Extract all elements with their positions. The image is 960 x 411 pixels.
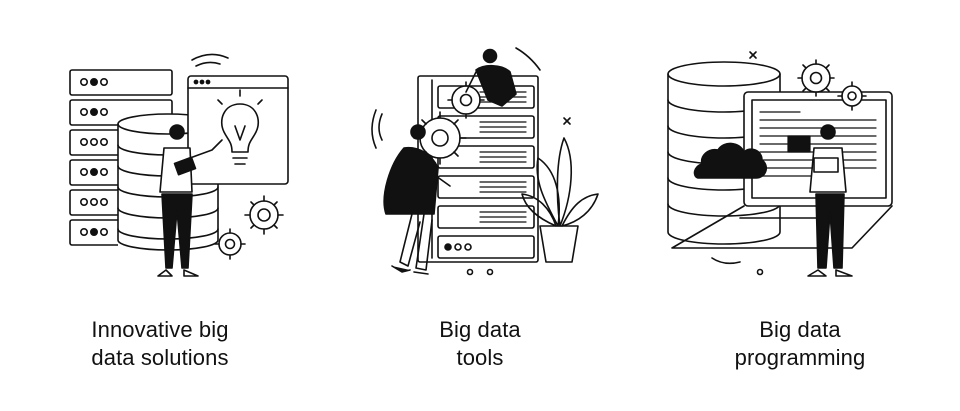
panel-innovative-big-data-solutions: Innovative big data solutions xyxy=(0,0,320,411)
person-icon xyxy=(383,124,451,275)
server-rack-lightbulb-person-icon xyxy=(69,53,289,277)
panel-caption: Innovative big data solutions xyxy=(0,316,320,372)
cloud-icon xyxy=(693,142,768,179)
caption-line-2: programming xyxy=(734,345,866,370)
lightbulb-window-icon xyxy=(187,75,289,185)
gear-icon xyxy=(413,81,485,165)
server-rack-gears-people-icon xyxy=(371,47,599,276)
person-icon xyxy=(465,48,517,107)
panel-caption: Big data tools xyxy=(320,316,640,372)
panel-big-data-programming: Big data programming xyxy=(640,0,960,411)
person-icon xyxy=(157,124,223,277)
panel-big-data-tools: Big data tools xyxy=(320,0,640,411)
database-laptop-cloud-person-icon xyxy=(667,51,893,277)
caption-line-2: data solutions xyxy=(91,345,229,370)
caption-line-1: Innovative big xyxy=(91,317,229,342)
plant-icon xyxy=(521,137,599,263)
gear-icon xyxy=(797,59,867,111)
caption-line-1: Big data xyxy=(439,317,521,342)
gear-icon xyxy=(214,195,284,260)
person-icon xyxy=(807,124,853,277)
caption-line-1: Big data xyxy=(759,317,841,342)
panel-caption: Big data programming xyxy=(640,316,960,372)
caption-line-2: tools xyxy=(456,345,504,370)
